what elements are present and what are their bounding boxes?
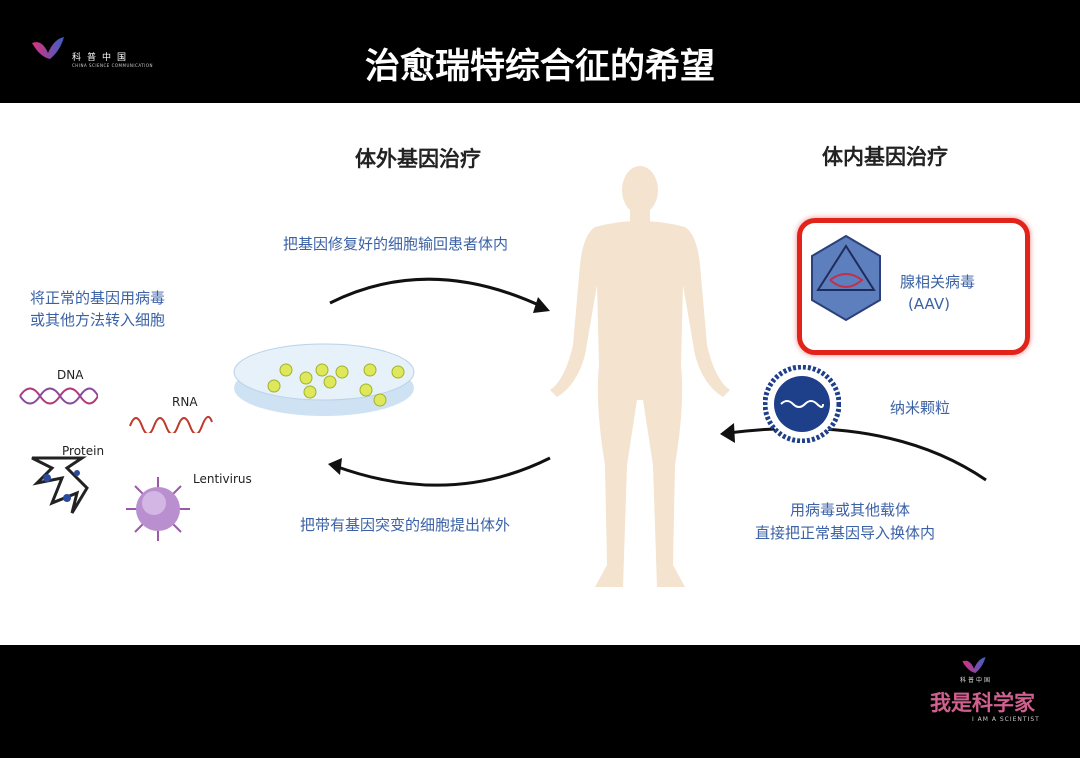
protein-icon <box>31 456 89 514</box>
dna-icon <box>19 387 98 405</box>
nanoparticle-icon <box>763 365 841 443</box>
aav-abbr-label: (AAV) <box>908 295 950 313</box>
intro-line-2: 或其他方法转入细胞 <box>30 311 166 329</box>
rna-label: RNA <box>172 395 198 409</box>
petri-dish-icon <box>233 343 415 416</box>
page-title: 治愈瑞特综合征的希望 <box>364 47 715 87</box>
aav-virus-icon <box>811 234 881 322</box>
footer-brand-en: I AM A SCIENTIST <box>972 716 1040 723</box>
diagram-area: 体外基因治疗 体内基因治疗 把基因修复好的细胞输回患者体内 把带有基因突变的细胞… <box>0 103 1080 645</box>
in-vivo-heading: 体内基因治疗 <box>822 145 948 169</box>
arrow-from-patient-icon <box>328 456 551 487</box>
protein-label: Protein <box>62 444 105 458</box>
step-return-cells: 把基因修复好的细胞输回患者体内 <box>283 235 509 253</box>
nanoparticle-label: 纳米颗粒 <box>890 399 951 417</box>
footer-logo-text: 科普中国 <box>960 677 993 684</box>
footer-bar: 科普中国 我是科学家 I AM A SCIENTIST <box>0 645 1080 758</box>
header-logo-text: 科普中国 <box>72 53 133 63</box>
dna-label: DNA <box>57 368 84 382</box>
aav-highlight-box <box>797 218 1030 355</box>
kepu-logo-icon <box>32 37 64 59</box>
arrow-to-patient-icon <box>329 277 550 313</box>
header-bar: 科普中国 CHINA SCIENCE COMMUNICATION 治愈瑞特综合征… <box>0 0 1080 103</box>
lentivirus-icon <box>126 477 190 541</box>
lentivirus-label: Lentivirus <box>193 472 252 486</box>
aav-label: 腺相关病毒 <box>900 273 976 291</box>
step-extract-cells: 把带有基因突变的细胞提出体外 <box>300 516 511 534</box>
in-vivo-desc-line-1: 用病毒或其他载体 <box>790 501 911 519</box>
in-vivo-desc-line-2: 直接把正常基因导入换体内 <box>755 524 936 542</box>
rna-icon <box>129 415 213 433</box>
human-body-icon <box>550 166 730 587</box>
arrow-in-vivo-icon <box>720 423 987 482</box>
ex-vivo-heading: 体外基因治疗 <box>355 147 481 171</box>
header-logo-subtext: CHINA SCIENCE COMMUNICATION <box>72 63 154 68</box>
footer-logo-icon <box>962 657 986 673</box>
intro-line-1: 将正常的基因用病毒 <box>30 289 166 307</box>
footer-brand: 我是科学家 <box>930 691 1035 715</box>
